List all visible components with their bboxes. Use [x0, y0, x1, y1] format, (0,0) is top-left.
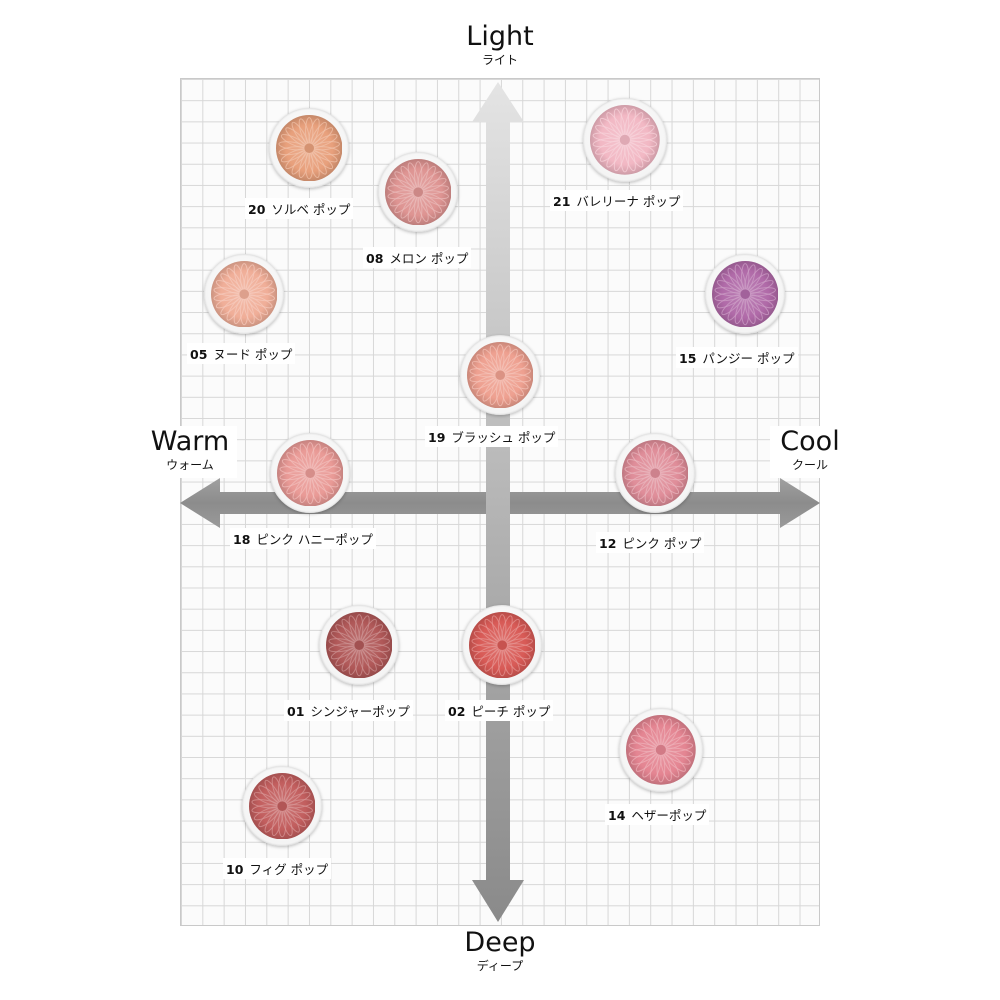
shade-name: メロン ポップ	[389, 251, 468, 266]
axis-label-deep-en: Deep	[440, 928, 560, 958]
axis-label-warm-en: Warm	[130, 427, 250, 457]
shade-label-15: 15 パンジー ポップ	[676, 347, 798, 368]
axis-label-cool-en: Cool	[750, 427, 870, 457]
shade-label-01: 01 シンジャーポップ	[284, 700, 413, 721]
blush-compact-05	[204, 254, 284, 334]
blush-compact-01	[319, 605, 399, 685]
shade-name: パンジー ポップ	[702, 351, 794, 366]
blush-pan-20	[276, 115, 342, 181]
blush-pan-02	[469, 612, 535, 678]
shade-label-19: 19 ブラッシュ ポップ	[425, 426, 558, 447]
blush-compact-14	[619, 708, 703, 792]
blush-pan-10	[249, 773, 315, 839]
blush-compact-18	[270, 433, 350, 513]
blush-compact-20	[269, 108, 349, 188]
shade-name: シンジャーポップ	[310, 704, 409, 719]
blush-compact-12	[615, 433, 695, 513]
blush-pan-14	[626, 715, 696, 785]
shade-number: 18	[233, 532, 250, 547]
blush-compact-15	[705, 254, 785, 334]
shade-label-20: 20 ソルベ ポップ	[245, 198, 353, 219]
shade-number: 02	[448, 704, 465, 719]
shade-number: 05	[190, 347, 207, 362]
blush-pan-12	[622, 440, 688, 506]
shade-label-18: 18 ピンク ハニーポップ	[230, 528, 376, 549]
shade-number: 15	[679, 351, 696, 366]
axis-label-cool-ja: クール	[750, 457, 870, 473]
shade-number: 14	[608, 808, 625, 823]
shade-number: 10	[226, 862, 243, 877]
shade-number: 12	[599, 536, 616, 551]
shade-name: ブラッシュ ポップ	[451, 430, 555, 445]
shade-name: ソルベ ポップ	[271, 202, 350, 217]
shade-label-21: 21 バレリーナ ポップ	[550, 190, 683, 211]
axis-label-deep-ja: ディープ	[440, 958, 560, 974]
blush-pan-15	[712, 261, 778, 327]
shade-label-12: 12 ピンク ポップ	[596, 532, 704, 553]
axis-label-warm: Warm ウォーム	[130, 427, 250, 473]
axis-label-light-ja: ライト	[440, 52, 560, 68]
shade-number: 20	[248, 202, 265, 217]
blush-compact-08	[378, 152, 458, 232]
shade-label-08: 08 メロン ポップ	[363, 247, 471, 268]
blush-pan-21	[590, 105, 660, 175]
blush-compact-10	[242, 766, 322, 846]
blush-pan-18	[277, 440, 343, 506]
shade-label-10: 10 フィグ ポップ	[223, 858, 331, 879]
shade-number: 08	[366, 251, 383, 266]
shade-label-05: 05 ヌード ポップ	[187, 343, 295, 364]
axis-label-light-en: Light	[440, 22, 560, 52]
blush-pan-05	[211, 261, 277, 327]
shade-name: バレリーナ ポップ	[576, 194, 680, 209]
blush-pan-19	[467, 342, 533, 408]
blush-pan-08	[385, 159, 451, 225]
shade-name: ヘザーポップ	[631, 808, 706, 823]
blush-compact-21	[583, 98, 667, 182]
blush-compact-02	[462, 605, 542, 685]
shade-label-02: 02 ピーチ ポップ	[445, 700, 553, 721]
shade-label-14: 14 ヘザーポップ	[605, 804, 709, 825]
shade-name: フィグ ポップ	[249, 862, 328, 877]
shade-name: ピンク ポップ	[622, 536, 701, 551]
shade-name: ヌード ポップ	[213, 347, 292, 362]
blush-compact-19	[460, 335, 540, 415]
shade-number: 01	[287, 704, 304, 719]
shade-number: 19	[428, 430, 445, 445]
axis-label-warm-ja: ウォーム	[130, 457, 250, 473]
shade-name: ピンク ハニーポップ	[256, 532, 372, 547]
shade-name: ピーチ ポップ	[471, 704, 550, 719]
axis-label-light: Light ライト	[440, 22, 560, 68]
blush-pan-01	[326, 612, 392, 678]
axis-label-deep: Deep ディープ	[440, 928, 560, 974]
shade-number: 21	[553, 194, 570, 209]
axis-label-cool: Cool クール	[750, 427, 870, 473]
